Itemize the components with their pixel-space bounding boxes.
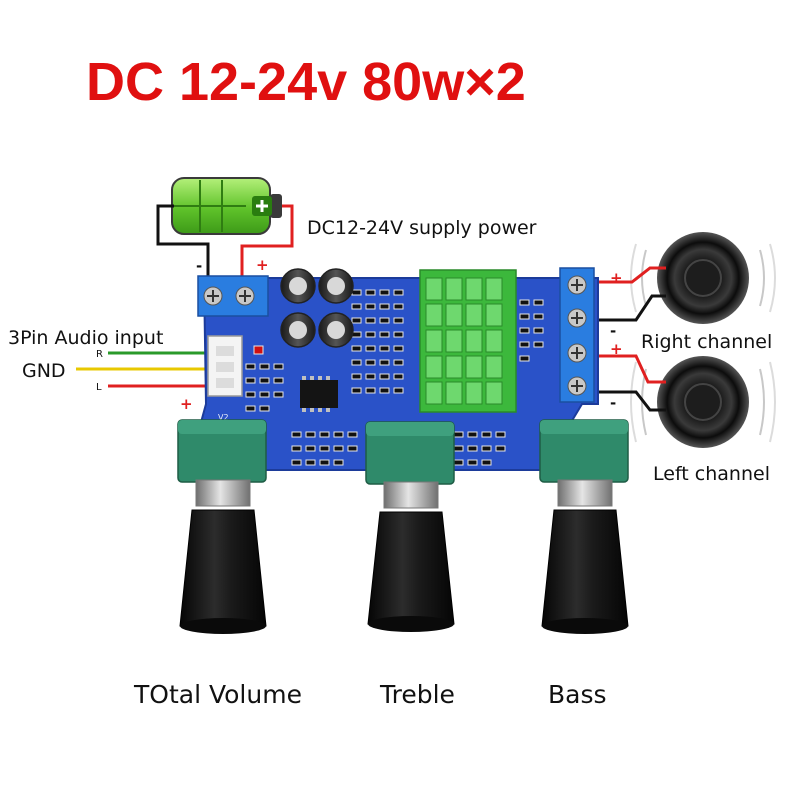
pin-r-label: R (96, 349, 103, 360)
audio-input-connector (207, 335, 243, 397)
audio-input-label: 3Pin Audio input (8, 327, 163, 349)
right-channel-label: Right channel (641, 331, 772, 353)
board-marking: V2 (218, 413, 229, 422)
gnd-label: GND (22, 360, 66, 382)
pin-l-label: L (96, 382, 102, 393)
volume-label: TOtal Volume (133, 680, 302, 709)
left-plus-sign: + (610, 340, 623, 358)
audio-input-wires (76, 351, 208, 388)
left-channel-label: Left channel (653, 463, 770, 485)
treble-label: Treble (379, 680, 455, 709)
bass-knob[interactable] (539, 419, 629, 634)
speaker-wires (590, 266, 666, 412)
right-plus-sign: + (610, 269, 623, 287)
heatsink (419, 269, 517, 413)
left-minus-sign: - (610, 394, 616, 412)
audio-plus-sign: + (180, 395, 193, 413)
ic-chip (300, 376, 338, 412)
capacitors (280, 268, 354, 348)
treble-knob[interactable] (365, 421, 455, 632)
left-speaker-icon (630, 356, 776, 448)
volume-knob[interactable] (177, 419, 267, 634)
speaker-terminal-block (559, 267, 595, 403)
battery-icon (171, 177, 282, 235)
page-title: DC 12-24v 80w×2 (86, 52, 526, 112)
smd-components (245, 289, 544, 466)
power-label: DC12-24V supply power (307, 217, 537, 239)
power-positive-sign: + (256, 256, 269, 274)
right-speaker-icon (630, 232, 776, 324)
power-wires (156, 204, 294, 292)
power-negative-sign: - (196, 257, 202, 275)
power-terminal-block (197, 275, 269, 317)
right-minus-sign: - (610, 322, 616, 340)
pcb-board: V2 (197, 267, 599, 471)
bass-label: Bass (548, 680, 607, 709)
